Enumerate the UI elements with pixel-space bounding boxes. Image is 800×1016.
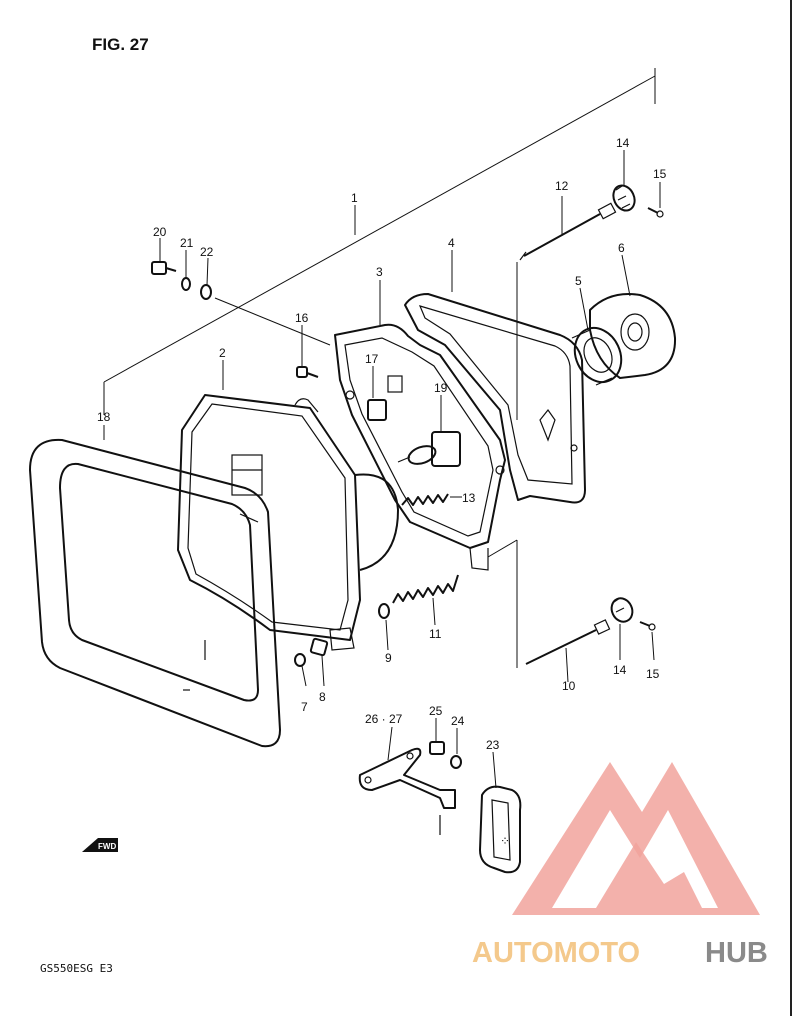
washer-9[interactable] xyxy=(378,603,390,619)
label-part-19: 19 xyxy=(434,381,448,395)
headlight-bulb[interactable] xyxy=(397,431,461,467)
fwd-label: FWD xyxy=(98,842,116,851)
mounting-frame[interactable] xyxy=(334,323,506,571)
figure-title: FIG. 27 xyxy=(92,35,149,54)
label-part-13: 13 xyxy=(462,491,476,505)
adjuster-spring-lower[interactable] xyxy=(392,574,459,604)
label-part-26-27: 26 · 27 xyxy=(365,712,403,726)
label-part-8: 8 xyxy=(319,690,326,704)
label-part-24: 24 xyxy=(451,714,465,728)
label-part-25: 25 xyxy=(429,704,443,718)
reflector-bracket[interactable] xyxy=(358,747,456,835)
label-part-14-upper: 14 xyxy=(616,136,630,150)
watermark-logo xyxy=(512,762,760,915)
outer-bracket[interactable] xyxy=(404,293,586,504)
washer-22[interactable] xyxy=(200,284,212,300)
socket-clip[interactable] xyxy=(367,375,403,421)
watermark-text: AUTOMOTO HUB xyxy=(472,937,768,969)
label-part-14-lower: 14 xyxy=(613,663,627,677)
bulb-socket-ring[interactable] xyxy=(566,320,630,389)
label-part-9: 9 xyxy=(385,651,392,665)
nut-8[interactable] xyxy=(309,637,329,657)
adjuster-bolt-lower[interactable] xyxy=(525,619,611,665)
label-part-6: 6 xyxy=(618,241,625,255)
fwd-arrow: FWD xyxy=(82,838,118,852)
label-part-15-lower: 15 xyxy=(646,667,660,681)
label-part-10: 10 xyxy=(562,679,576,693)
label-part-7: 7 xyxy=(301,700,308,714)
label-part-22: 22 xyxy=(200,245,214,259)
label-part-20: 20 xyxy=(153,225,167,239)
label-part-5: 5 xyxy=(575,274,582,288)
label-part-18: 18 xyxy=(97,410,111,424)
label-part-12: 12 xyxy=(555,179,569,193)
dust-cover[interactable] xyxy=(589,293,677,379)
watermark-text-part1: AUTOMOTO xyxy=(472,937,640,969)
adjuster-bolt-upper[interactable] xyxy=(519,202,617,261)
label-part-3: 3 xyxy=(376,265,383,279)
leader-lines xyxy=(103,150,661,789)
adjuster-nut-upper[interactable] xyxy=(609,182,638,214)
bolt-16[interactable] xyxy=(296,366,319,378)
label-part-23: 23 xyxy=(486,738,500,752)
screw-lower[interactable] xyxy=(639,621,656,631)
bolt-20[interactable] xyxy=(151,261,177,275)
screw-upper[interactable] xyxy=(647,207,664,218)
headlight-rim[interactable] xyxy=(29,438,281,748)
label-part-4: 4 xyxy=(448,236,455,250)
label-part-2: 2 xyxy=(219,346,226,360)
reflector[interactable]: ⁘ xyxy=(479,785,522,874)
reflector-mark: ⁘ xyxy=(500,834,510,848)
label-part-17: 17 xyxy=(365,352,379,366)
label-part-1: 1 xyxy=(351,191,358,205)
part-number-labels: 1 2 3 4 5 6 7 8 9 10 11 12 13 14 14 15 1… xyxy=(97,136,667,752)
washer-7[interactable] xyxy=(294,653,306,667)
watermark-text-part2: HUB xyxy=(705,937,768,969)
label-part-16: 16 xyxy=(295,311,309,325)
label-part-15-upper: 15 xyxy=(653,167,667,181)
headlight-lens-unit[interactable] xyxy=(177,394,399,651)
assembly-outline xyxy=(103,68,656,668)
leader-22 xyxy=(214,297,331,346)
lock-washer-21[interactable] xyxy=(181,277,191,291)
adjuster-nut-lower[interactable] xyxy=(608,595,636,625)
nut-25[interactable] xyxy=(429,741,445,755)
label-part-11: 11 xyxy=(429,627,442,641)
adjuster-spring-upper[interactable] xyxy=(401,493,460,506)
washer-24[interactable] xyxy=(450,755,462,769)
label-part-21: 21 xyxy=(180,236,194,250)
model-code: GS550ESG E3 xyxy=(40,962,113,975)
